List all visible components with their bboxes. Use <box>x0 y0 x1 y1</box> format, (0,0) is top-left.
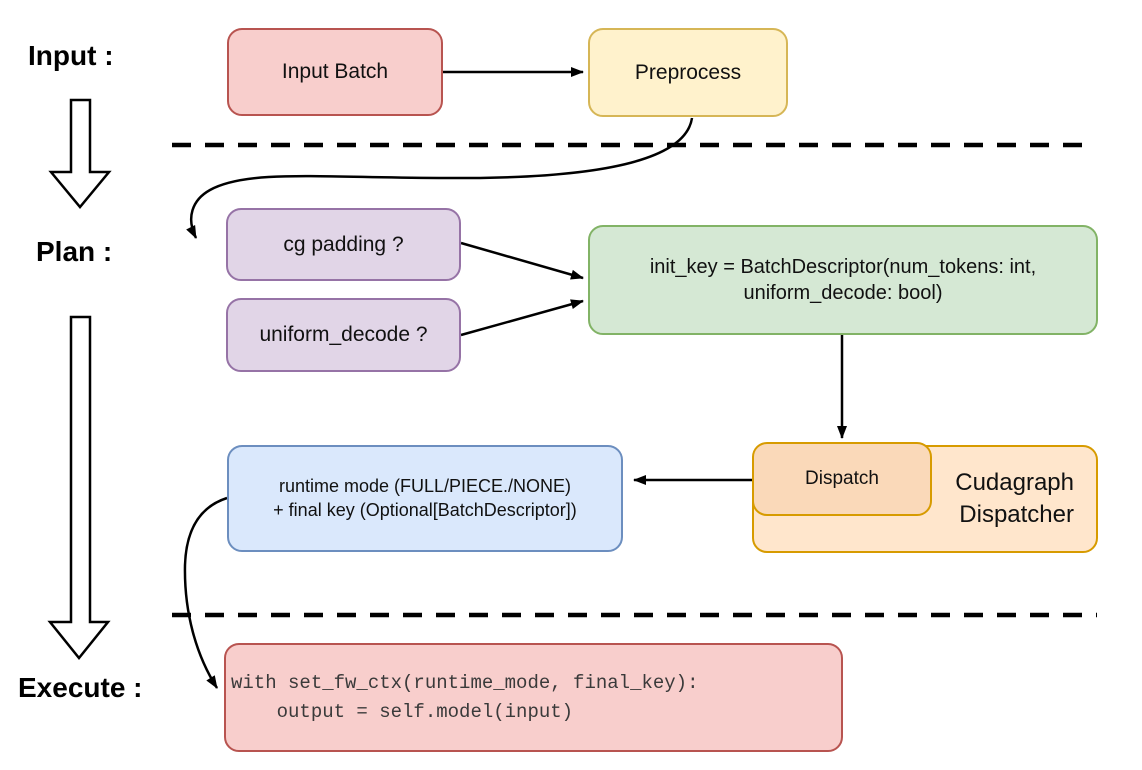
stage-arrow-input-to-plan-icon <box>48 98 112 209</box>
node-runtime-result-line1: runtime mode (FULL/PIECE./NONE) <box>278 475 572 496</box>
connector-uniform-decode-to-init-key <box>460 299 584 337</box>
connector-cg-padding-to-init-key <box>460 241 584 280</box>
node-cudagraph-dispatcher-line1: Cudagraph <box>955 469 1074 497</box>
node-runtime-result-line2: + final key (Optional[BatchDescriptor]) <box>273 499 577 520</box>
connector-preprocess-to-cg-padding <box>186 117 694 239</box>
execute-code-line2: output = self.model(input) <box>231 700 574 723</box>
node-init-key-line1: init_key = BatchDescriptor(num_tokens: i… <box>649 255 1037 278</box>
connector-runtime-result-to-execute-code <box>183 496 228 689</box>
node-execute-code: with set_fw_ctx(runtime_mode, final_key)… <box>224 643 843 752</box>
node-cg-padding-label: cg padding ? <box>283 232 404 256</box>
stage-label-input: Input : <box>28 40 114 71</box>
node-input-batch-label: Input Batch <box>281 60 389 84</box>
node-dispatch: Dispatch <box>752 442 932 516</box>
node-uniform-decode-label: uniform_decode ? <box>259 323 428 347</box>
node-cg-padding: cg padding ? <box>226 208 461 281</box>
node-uniform-decode: uniform_decode ? <box>226 298 461 372</box>
node-cudagraph-dispatcher-line2: Dispatcher <box>959 501 1074 528</box>
node-input-batch: Input Batch <box>227 28 443 116</box>
node-runtime-result: runtime mode (FULL/PIECE./NONE) + final … <box>227 445 623 552</box>
node-init-key-line2: uniform_decode: bool) <box>743 282 943 304</box>
stage-label-execute: Execute : <box>18 672 143 703</box>
node-preprocess-label: Preprocess <box>634 60 742 84</box>
node-dispatch-label: Dispatch <box>805 468 879 490</box>
execute-code-line1: with set_fw_ctx(runtime_mode, final_key)… <box>231 672 699 694</box>
stage-label-plan: Plan : <box>36 236 113 267</box>
node-init-key: init_key = BatchDescriptor(num_tokens: i… <box>588 225 1098 335</box>
node-preprocess: Preprocess <box>588 28 788 117</box>
stage-arrow-plan-to-execute-icon <box>47 315 111 660</box>
